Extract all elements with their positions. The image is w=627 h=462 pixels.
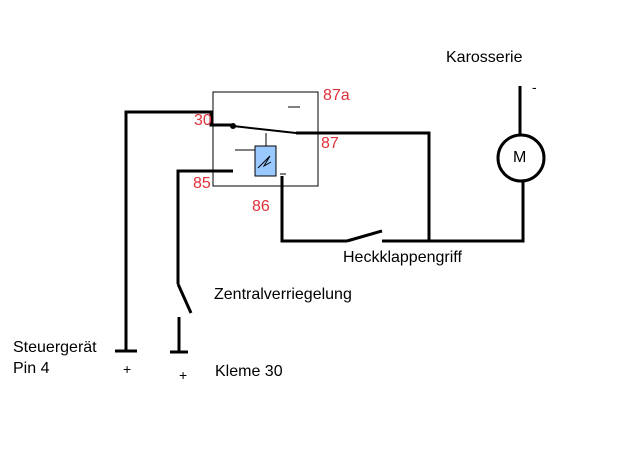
label-zentralverriegelung: Zentralverriegelung [214,286,352,303]
label-steuergeraet: Steuergerät [13,339,97,356]
label-pin-85: 85 [193,175,211,192]
wire-griff-to-motor [382,182,525,243]
label-motor: M [513,149,527,166]
label-pin4: Pin 4 [13,360,50,377]
label-heckklappengriff: Heckklappengriff [343,249,462,266]
label-pin-86: 86 [252,198,270,215]
griff-switch-blade [346,229,383,243]
zv-switch-blade [176,283,193,314]
wire-86-to-griff [280,176,347,243]
label-minus: - [532,79,537,95]
label-karosserie: Karosserie [446,49,523,66]
label-plus-pin4: + [123,361,132,377]
label-pin-87: 87 [321,135,339,152]
relay-coil-winding [257,155,272,169]
motor-symbol [496,133,546,183]
wire-85-to-switch [176,169,233,284]
label-pin-30: 30 [194,112,212,129]
relay-box [212,91,319,187]
wire-pin4-to-30 [124,110,233,350]
relay-switch-arm [232,125,297,134]
label-plus-kleme30: + [179,367,188,383]
wire-87-to-bus [296,131,431,241]
label-kleme30: Kleme 30 [215,363,283,380]
label-pin-87a: 87a [323,87,350,104]
